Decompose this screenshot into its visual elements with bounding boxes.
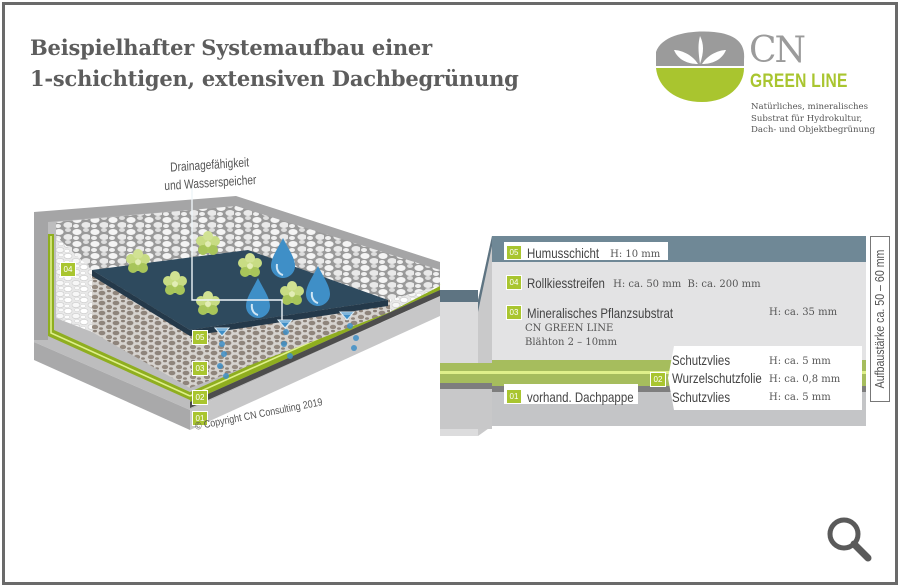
layer-01-highlight — [504, 384, 638, 404]
layer-02-items: Schutzvlies Wurzelschutzfolie Schutzvlie… — [672, 350, 782, 406]
title-line-2: 1-schichtigen, extensiven Dachbegrünung — [30, 66, 519, 91]
logo-tagline-line: Natürliches, mineralisches — [751, 102, 869, 112]
logo-tagline: Natürliches, mineralisches Substrat für … — [751, 102, 875, 137]
layer-number-badge: 04 — [506, 275, 522, 290]
layer-02-item: Schutzvlies — [672, 350, 782, 369]
layer-name: Wurzelschutzfolie — [672, 370, 762, 386]
logo-brand-green-line: GREEN LINE — [750, 71, 848, 92]
total-height-text: Aufbaustärke ca. 50 – 60 mm — [873, 249, 887, 389]
layer-03-material: Blähton 2 – 10mm — [525, 337, 618, 348]
layer-03-spec: H: ca. 35 mm — [769, 307, 838, 318]
roof-3d-model — [34, 184, 441, 430]
layer-spec: H: ca. 5 mm — [769, 356, 831, 367]
layer-name: Humusschicht — [527, 244, 600, 261]
layer-name: Schutzvlies — [672, 351, 731, 368]
layer-01-label: 01 vorhand. Dachpappe — [506, 386, 657, 405]
layer-03-product: CN GREEN LINE — [525, 323, 614, 334]
page-title: Beispielhafter Systemaufbau einer 1-schi… — [30, 32, 519, 94]
total-height-label: Aufbaustärke ca. 50 – 60 mm — [870, 236, 890, 402]
layer-name: Rollkiesstreifen — [527, 274, 605, 291]
layer-number-badge: 05 — [506, 245, 522, 260]
layer-spec: H: 10 mm — [610, 249, 661, 260]
layer-03-sub: CN GREEN LINE Blähton 2 – 10mm — [525, 322, 617, 350]
logo-tagline-line: Substrat für Hydrokultur, — [751, 113, 863, 124]
layer-badge-05: 05 — [192, 330, 208, 345]
title-line-1: Beispielhafter Systemaufbau einer — [30, 35, 432, 60]
layer-spec: H: ca. 50 mm B: ca. 200 mm — [613, 279, 761, 290]
zoom-button[interactable] — [822, 512, 878, 568]
layer-badge-01: 01 — [192, 411, 208, 426]
layer-name: Mineralisches Pflanzsubstrat — [527, 304, 674, 321]
layer-02-specs: H: ca. 5 mm H: ca. 0,8 mm H: ca. 5 mm — [769, 353, 840, 407]
layer-number-badge: 01 — [506, 389, 522, 404]
layer-03-label: 03 Mineralisches Pflanzsubstrat — [506, 302, 705, 321]
layer-badge-02: 02 — [192, 390, 208, 405]
layer-name: Schutzvlies — [672, 388, 731, 405]
layer-05-highlight — [504, 242, 668, 260]
leaf-sprout-icon — [656, 31, 745, 102]
layer-02-item: Schutzvlies — [672, 387, 782, 406]
layer-02-box — [668, 346, 862, 410]
layer-04-label: 04 Rollkiesstreifen H: ca. 50 mm B: ca. … — [506, 272, 761, 291]
layer-badge-04: 04 — [60, 262, 76, 277]
layer-number-badge: 03 — [506, 305, 522, 320]
layer-name: vorhand. Dachpappe — [527, 388, 634, 405]
layer-badge-03: 03 — [192, 361, 208, 376]
layer-badge-02-panel: 02 — [650, 372, 666, 387]
layer-spec: H: ca. 5 mm — [769, 392, 831, 403]
callout-line — [191, 184, 283, 320]
layer-05-label: 05 Humusschicht H: 10 mm — [506, 242, 660, 261]
logo-tagline-line: Dach- und Objektbegrünung — [751, 125, 876, 135]
layer-02-item: Wurzelschutzfolie — [672, 369, 782, 388]
logo-brand-cn: CN — [749, 30, 806, 71]
cn-green-line-logo: CN GREEN LINE Natürliches, mineralisches… — [652, 30, 892, 140]
magnifier-icon — [827, 517, 872, 562]
layer-spec: H: ca. 0,8 mm — [769, 374, 841, 385]
